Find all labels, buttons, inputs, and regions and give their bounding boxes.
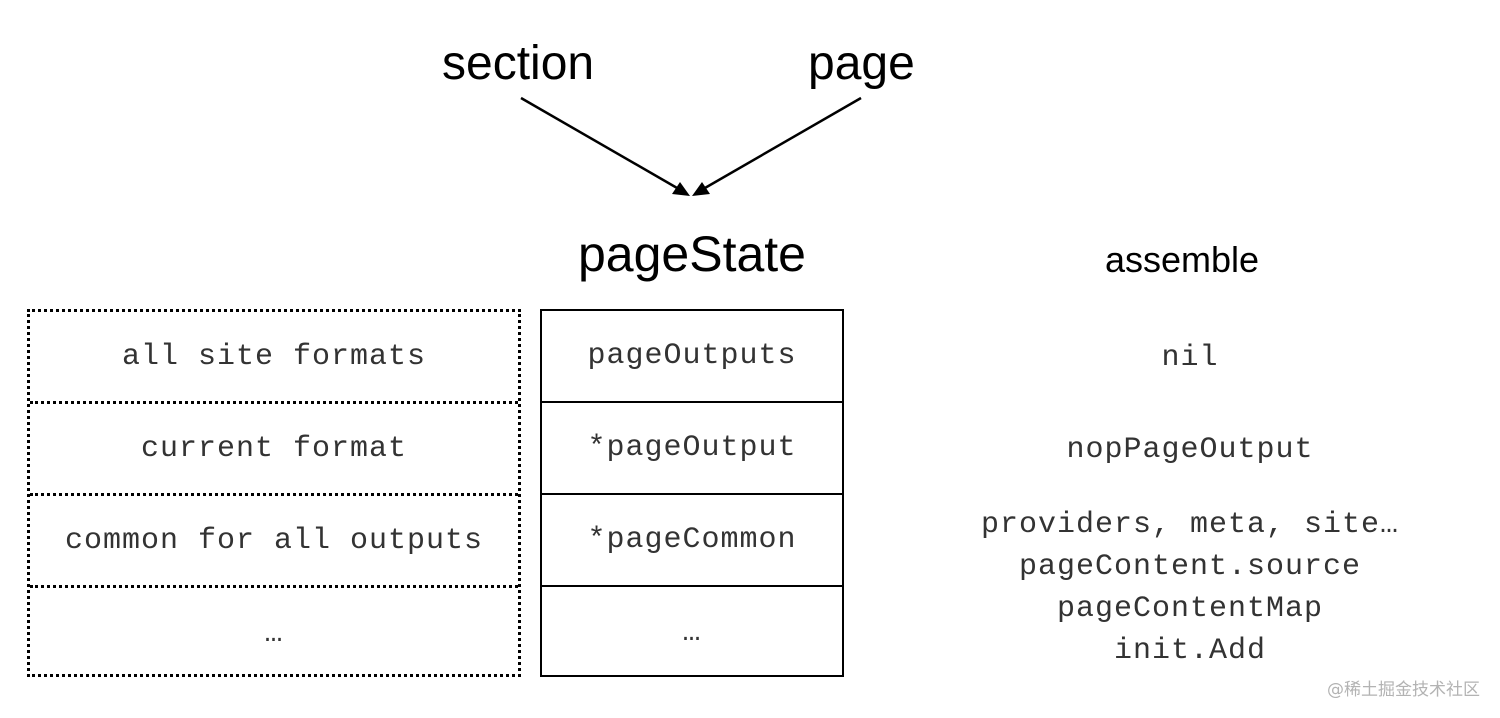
context-table: all site formats current format common f… [27,309,521,677]
arrow-page-to-pagestate [697,96,862,194]
pagestate-row-pagecommon: *pageCommon [542,495,842,587]
page-label: page [808,37,915,90]
assemble-value-noppageoutput: nopPageOutput [1066,433,1314,467]
pagestate-row-pageoutput: *pageOutput [542,403,842,495]
assemble-value-nil: nil [1161,341,1219,375]
pagestate-row-pageoutputs: pageOutputs [542,311,842,403]
pagestate-title: pageState [578,226,806,282]
context-row-common-outputs: common for all outputs [30,496,518,588]
arrowhead-page [692,182,710,196]
context-row-current-format: current format [30,404,518,496]
pagestate-table: pageOutputs *pageOutput *pageCommon … [540,309,844,677]
context-row-ellipsis: … [264,617,284,651]
pagestate-row-ellipsis: … [682,616,702,650]
arrow-section-to-pagestate [520,96,685,194]
context-row-all-site-formats: all site formats [30,312,518,404]
arrowhead-section [672,182,690,196]
watermark: @稀土掘金技术社区 [1327,680,1480,700]
section-label: section [442,37,595,90]
assemble-title: assemble [1105,239,1260,280]
assemble-list-item: init.Add [1113,634,1267,668]
assemble-list-item: providers, meta, site… [980,508,1400,542]
assemble-list-item: pageContentMap [1056,592,1324,626]
assemble-list-item: pageContent.source [1018,550,1362,584]
